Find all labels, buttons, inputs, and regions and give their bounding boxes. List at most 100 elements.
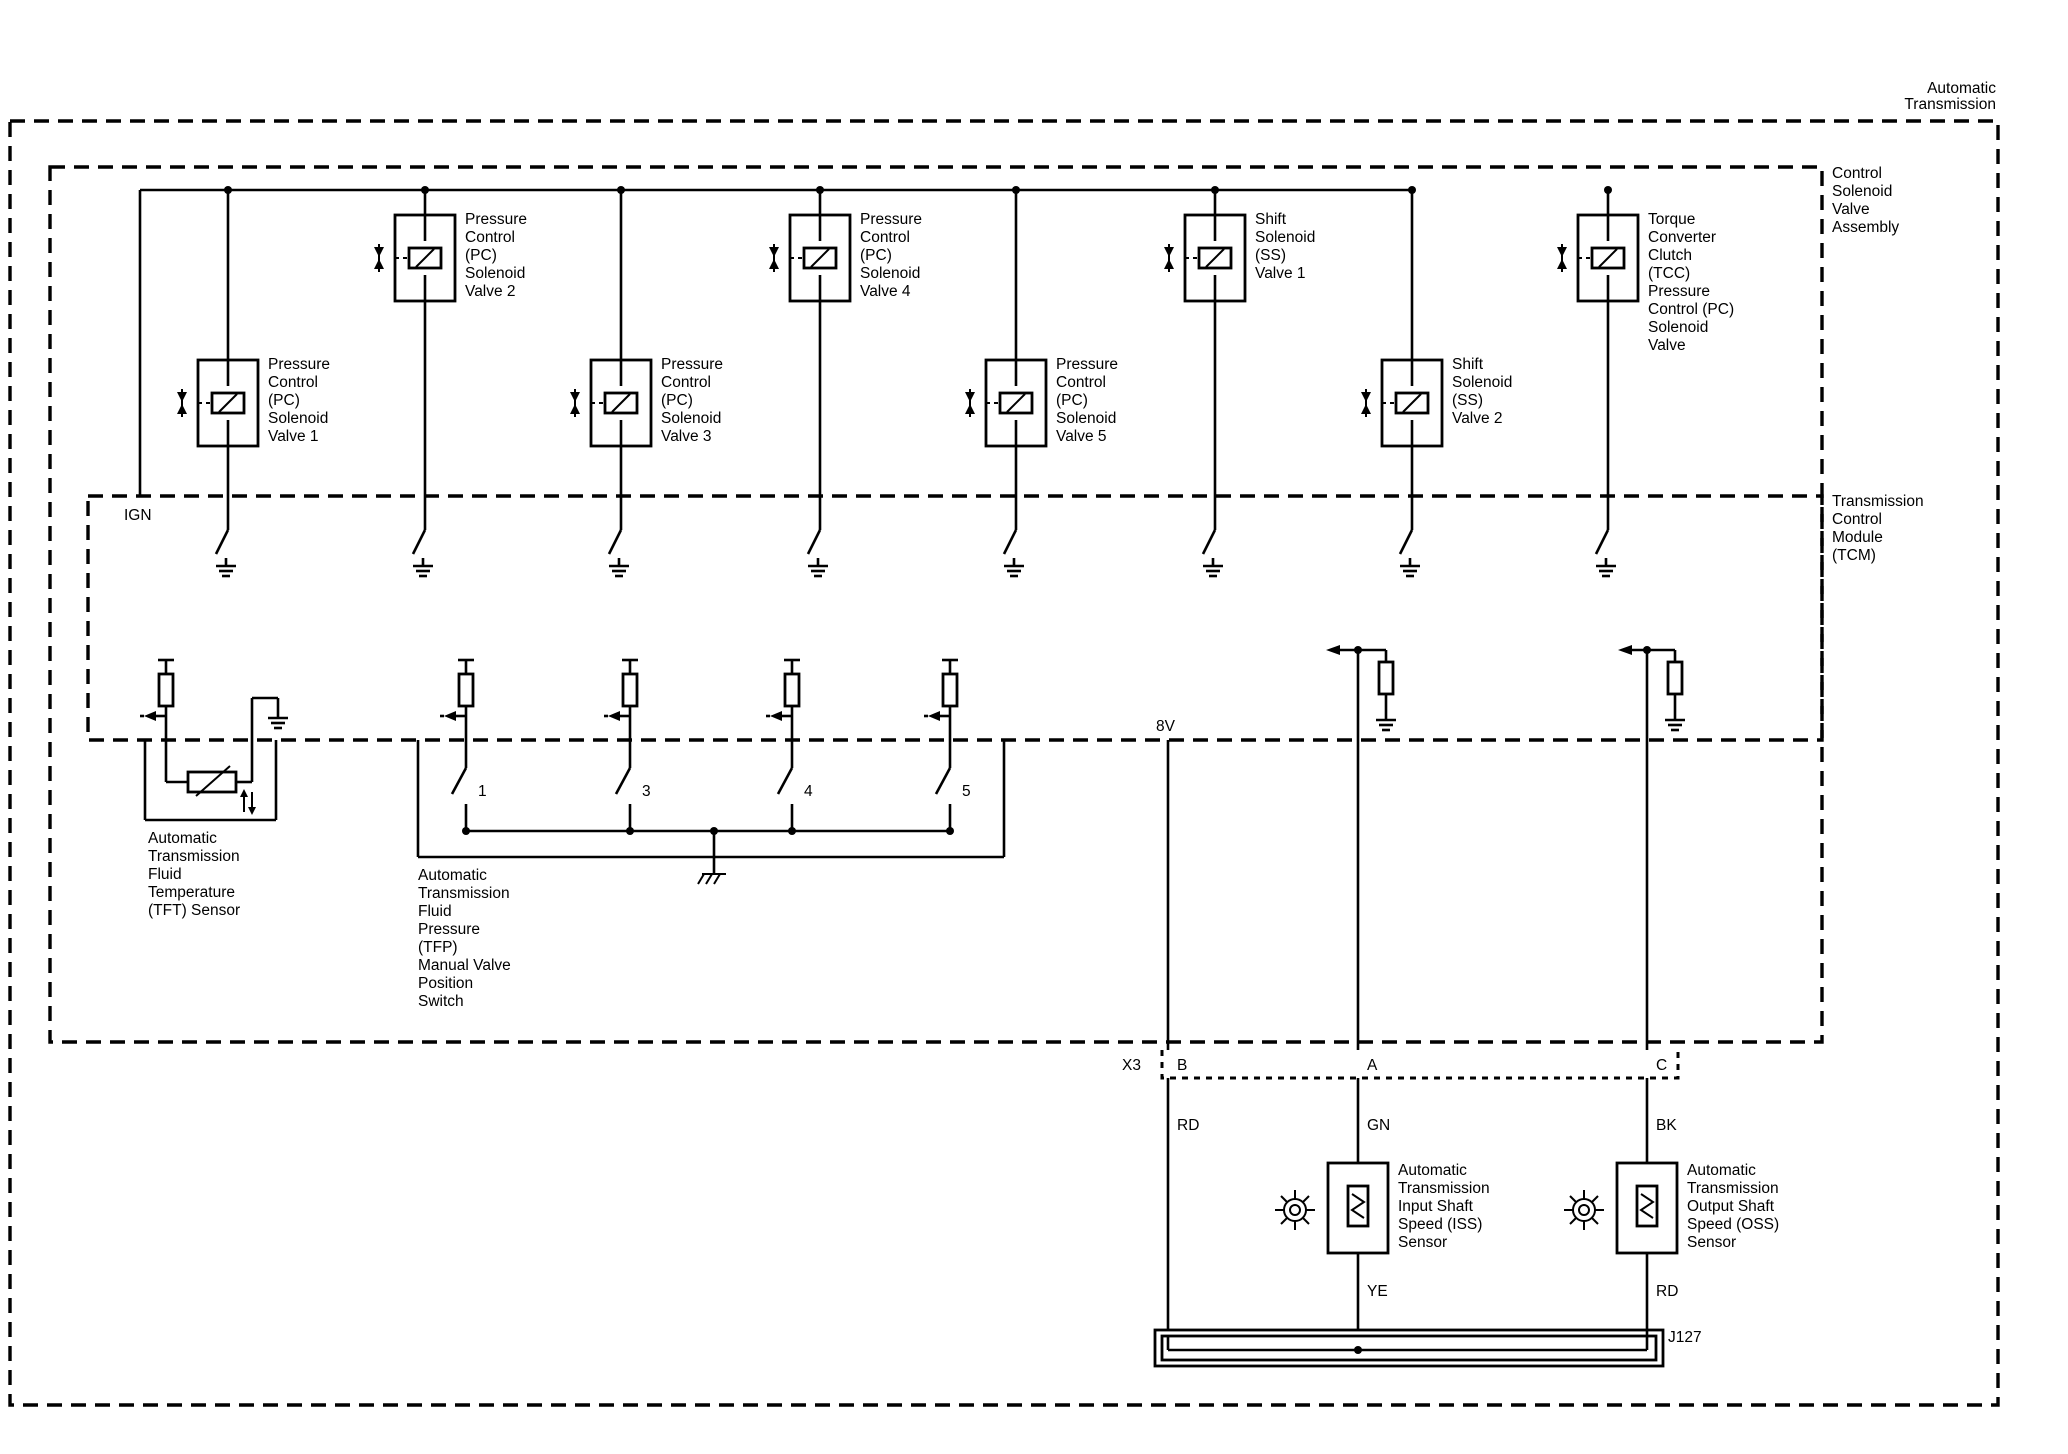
connector-name: X3: [1122, 1057, 1141, 1074]
boundary-label-line: Control: [1832, 165, 1882, 182]
solenoid-label-line: (TCC): [1648, 265, 1690, 282]
tfp-label-line: (TFP): [418, 939, 458, 956]
gear-icon: [1274, 1189, 1316, 1231]
control-solenoid-valve-assembly-boundary: [48, 165, 1824, 1044]
boundary-label-line: Automatic: [1927, 80, 1996, 97]
oss-sensor: Automatic Transmission Output Shaft Spee…: [1563, 1161, 1779, 1255]
boundary-label-line: Control: [1832, 511, 1882, 528]
solenoid-label-line: Pressure: [1648, 283, 1710, 300]
iss-label-line: Automatic: [1398, 1162, 1467, 1179]
connector-x3: X3 B A C: [1122, 1050, 1680, 1080]
tfp-label-line: Pressure: [418, 921, 480, 938]
tfp-label-line: Transmission: [418, 885, 510, 902]
oss-label-line: Output Shaft: [1687, 1198, 1775, 1215]
iss-sensor: Automatic Transmission Input Shaft Speed…: [1274, 1161, 1490, 1255]
solenoid-label-line: Clutch: [1648, 247, 1692, 264]
tfp-contact-number: 1: [478, 783, 487, 800]
solenoid-label-line: Solenoid: [1255, 229, 1315, 246]
solenoid-label-line: Pressure: [465, 211, 527, 228]
solenoid-label-line: (PC): [860, 247, 892, 264]
solenoid-label-line: Solenoid: [465, 265, 525, 282]
tcm-label: Transmission Control Module (TCM): [1832, 493, 1924, 564]
iss-label-line: Transmission: [1398, 1180, 1490, 1197]
oss-label-line: Speed (OSS): [1687, 1216, 1779, 1233]
iss-label-line: Input Shaft: [1398, 1198, 1474, 1215]
tfp-label-line: Fluid: [418, 903, 452, 920]
solenoid-label-line: Control: [860, 229, 910, 246]
splice-label: J127: [1668, 1329, 1702, 1346]
tcm-boundary: [86, 494, 1824, 742]
boundary-label-line: Module: [1832, 529, 1883, 546]
tft-label-line: Automatic: [148, 830, 217, 847]
solenoid-label-line: Pressure: [661, 356, 723, 373]
tft-label-line: Transmission: [148, 848, 240, 865]
solenoid-label-line: (PC): [268, 392, 300, 409]
boundary-label-line: Valve: [1832, 201, 1870, 218]
eight-volt-label: 8V: [1156, 718, 1176, 735]
solenoid-label-line: Control: [661, 374, 711, 391]
wire-color-c: BK: [1656, 1117, 1677, 1134]
solenoid-label-line: Valve 5: [1056, 428, 1107, 445]
iss-label-line: Sensor: [1398, 1234, 1447, 1251]
splice-j127: J127: [1153, 1328, 1702, 1368]
boundary-label-line: (TCM): [1832, 547, 1876, 564]
solenoid-label-line: Shift: [1255, 211, 1287, 228]
tfp-contact-number: 4: [804, 783, 813, 800]
connector-pin-c: C: [1656, 1057, 1667, 1074]
solenoid-label-line: (SS): [1255, 247, 1286, 264]
boundary-label-line: Solenoid: [1832, 183, 1892, 200]
tft-sensor: Automatic Transmission Fluid Temperature…: [138, 658, 290, 919]
wire-color-b: RD: [1177, 1117, 1199, 1134]
tft-label-line: Fluid: [148, 866, 182, 883]
solenoid-label-line: Valve: [1648, 337, 1686, 354]
solenoid-label-line: Solenoid: [1056, 410, 1116, 427]
solenoid-label-line: Valve 2: [465, 283, 516, 300]
tft-sensor-label: Automatic Transmission Fluid Temperature…: [148, 830, 240, 919]
solenoid-label-line: Control: [1056, 374, 1106, 391]
connector-pin-a: A: [1367, 1057, 1378, 1074]
tfp-contact-number: 5: [962, 783, 971, 800]
tft-label-line: (TFT) Sensor: [148, 902, 240, 919]
oss-pullup: [1618, 645, 1687, 1330]
ign-label: IGN: [124, 507, 152, 524]
tft-label-line: Temperature: [148, 884, 235, 901]
oss-label-line: Transmission: [1687, 1180, 1779, 1197]
automatic-transmission-boundary: [8, 119, 2000, 1407]
eight-volt-circuit: 8V: [1156, 718, 1176, 1335]
solenoid-label-line: Valve 2: [1452, 410, 1503, 427]
wire-color-iss-low: YE: [1367, 1283, 1388, 1300]
automatic-transmission-label: Automatic Transmission: [1904, 80, 1996, 113]
boundary-label-line: Transmission: [1904, 96, 1996, 113]
solenoid-label-line: Control: [465, 229, 515, 246]
solenoid-label-line: Solenoid: [268, 410, 328, 427]
solenoid-label-line: Pressure: [1056, 356, 1118, 373]
solenoid-label-line: Pressure: [268, 356, 330, 373]
connector-pin-b: B: [1177, 1057, 1187, 1074]
solenoid-label-line: Solenoid: [1452, 374, 1512, 391]
iss-pullup: [1326, 645, 1398, 1350]
tfp-label-line: Automatic: [418, 867, 487, 884]
ign-feed: IGN: [124, 188, 1412, 524]
wire-color-oss-low: RD: [1656, 1283, 1678, 1300]
iss-sensor-label: Automatic Transmission Input Shaft Speed…: [1398, 1162, 1490, 1251]
solenoid-label-line: Solenoid: [1648, 319, 1708, 336]
solenoid-label-line: Converter: [1648, 229, 1716, 246]
oss-sensor-label: Automatic Transmission Output Shaft Spee…: [1687, 1162, 1779, 1251]
oss-label-line: Automatic: [1687, 1162, 1756, 1179]
tfp-label-line: Position: [418, 975, 473, 992]
tfp-label-line: Manual Valve: [418, 957, 511, 974]
solenoid-label-line: Valve 4: [860, 283, 911, 300]
tfp-label-line: Switch: [418, 993, 464, 1010]
solenoid-label-line: Shift: [1452, 356, 1484, 373]
solenoid-label-line: Control: [268, 374, 318, 391]
solenoid-label-line: Valve 1: [1255, 265, 1306, 282]
solenoid-label-line: Torque: [1648, 211, 1695, 228]
